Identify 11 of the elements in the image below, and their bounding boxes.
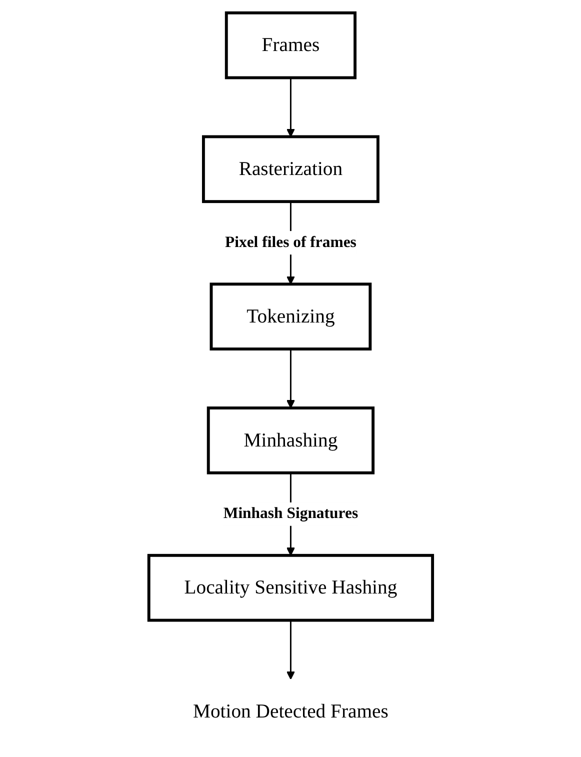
arrow	[286, 620, 295, 680]
process-box: Locality Sensitive Hashing	[147, 554, 434, 622]
arrow	[286, 349, 295, 408]
process-box: Frames	[224, 11, 356, 80]
process-box: Tokenizing	[210, 282, 372, 350]
process-box: Minhashing	[206, 406, 374, 474]
edge-label: Minhash Signatures	[223, 502, 358, 526]
process-box: Rasterization	[202, 135, 380, 204]
output-text: Motion Detected Frames	[192, 700, 388, 722]
edge-label: Pixel files of frames	[224, 231, 356, 255]
arrow	[286, 78, 295, 138]
